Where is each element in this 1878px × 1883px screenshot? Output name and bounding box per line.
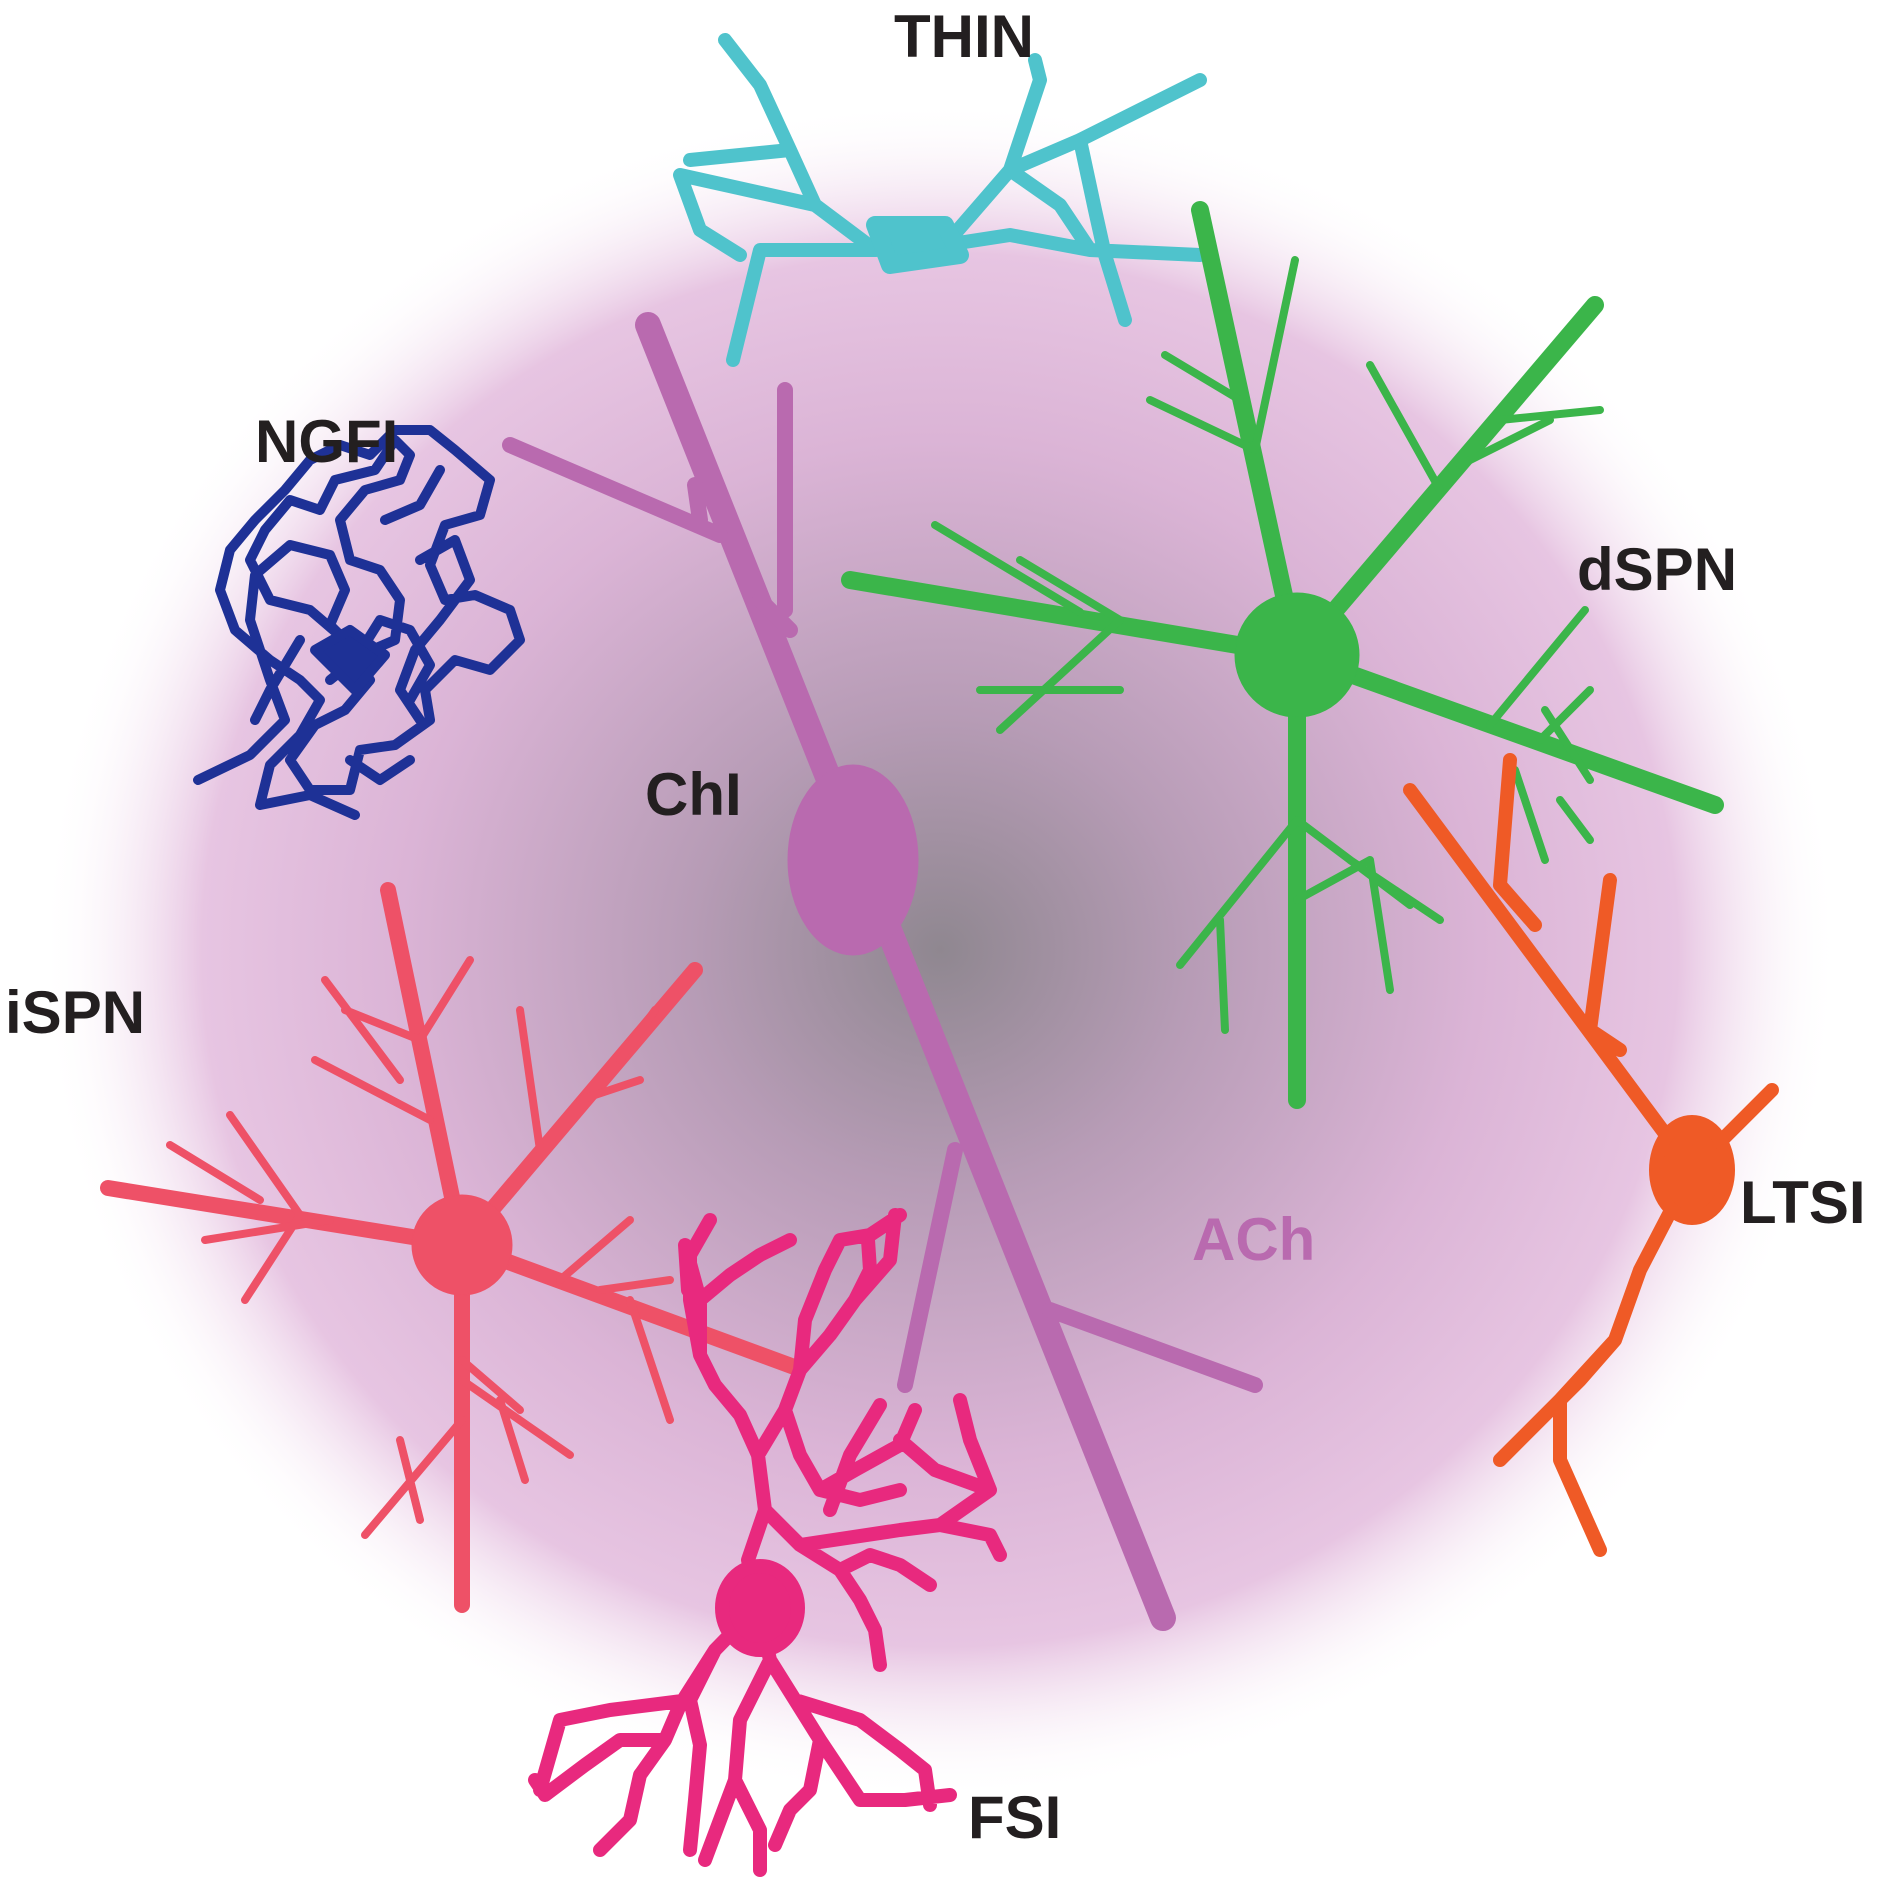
chi-main-axis <box>635 312 1176 1631</box>
ispn-neuron <box>100 882 805 1613</box>
chi-dendrites <box>502 382 1263 1393</box>
dspn-branches <box>931 256 1604 1034</box>
ltsi-neuron <box>1403 753 1779 1557</box>
label-chi: ChI <box>645 761 742 828</box>
ispn-branches <box>166 956 674 1539</box>
label-fsi: FSI <box>968 1784 1061 1851</box>
ngfi-soma <box>310 625 390 695</box>
ltsi-soma <box>1649 1115 1735 1225</box>
label-ltsi: LTSI <box>1740 1169 1866 1236</box>
label-dspn: dSPN <box>1577 536 1737 603</box>
ispn-main-dendrites <box>100 882 805 1613</box>
chi-soma <box>787 764 919 956</box>
label-ngfi: NGFI <box>255 408 398 475</box>
label-ispn: iSPN <box>5 979 145 1046</box>
ltsi-dendrites <box>1403 753 1779 1557</box>
label-ach: ACh <box>1192 1206 1315 1273</box>
chi-neuron <box>502 312 1263 1631</box>
thin-neuron <box>673 33 1207 367</box>
ngfi-neuron <box>193 425 525 820</box>
fsi-dendrites <box>528 1208 1007 1877</box>
fsi-soma <box>715 1559 805 1657</box>
ispn-soma <box>411 1194 513 1296</box>
fsi-neuron <box>528 1208 1007 1877</box>
thin-soma <box>866 216 969 274</box>
ngfi-tangle <box>193 425 525 820</box>
dspn-soma <box>1234 592 1360 718</box>
label-thin: THIN <box>894 3 1034 70</box>
dspn-main-dendrites <box>841 201 1724 1109</box>
background-glow <box>40 100 1840 1800</box>
dspn-neuron <box>841 201 1724 1109</box>
